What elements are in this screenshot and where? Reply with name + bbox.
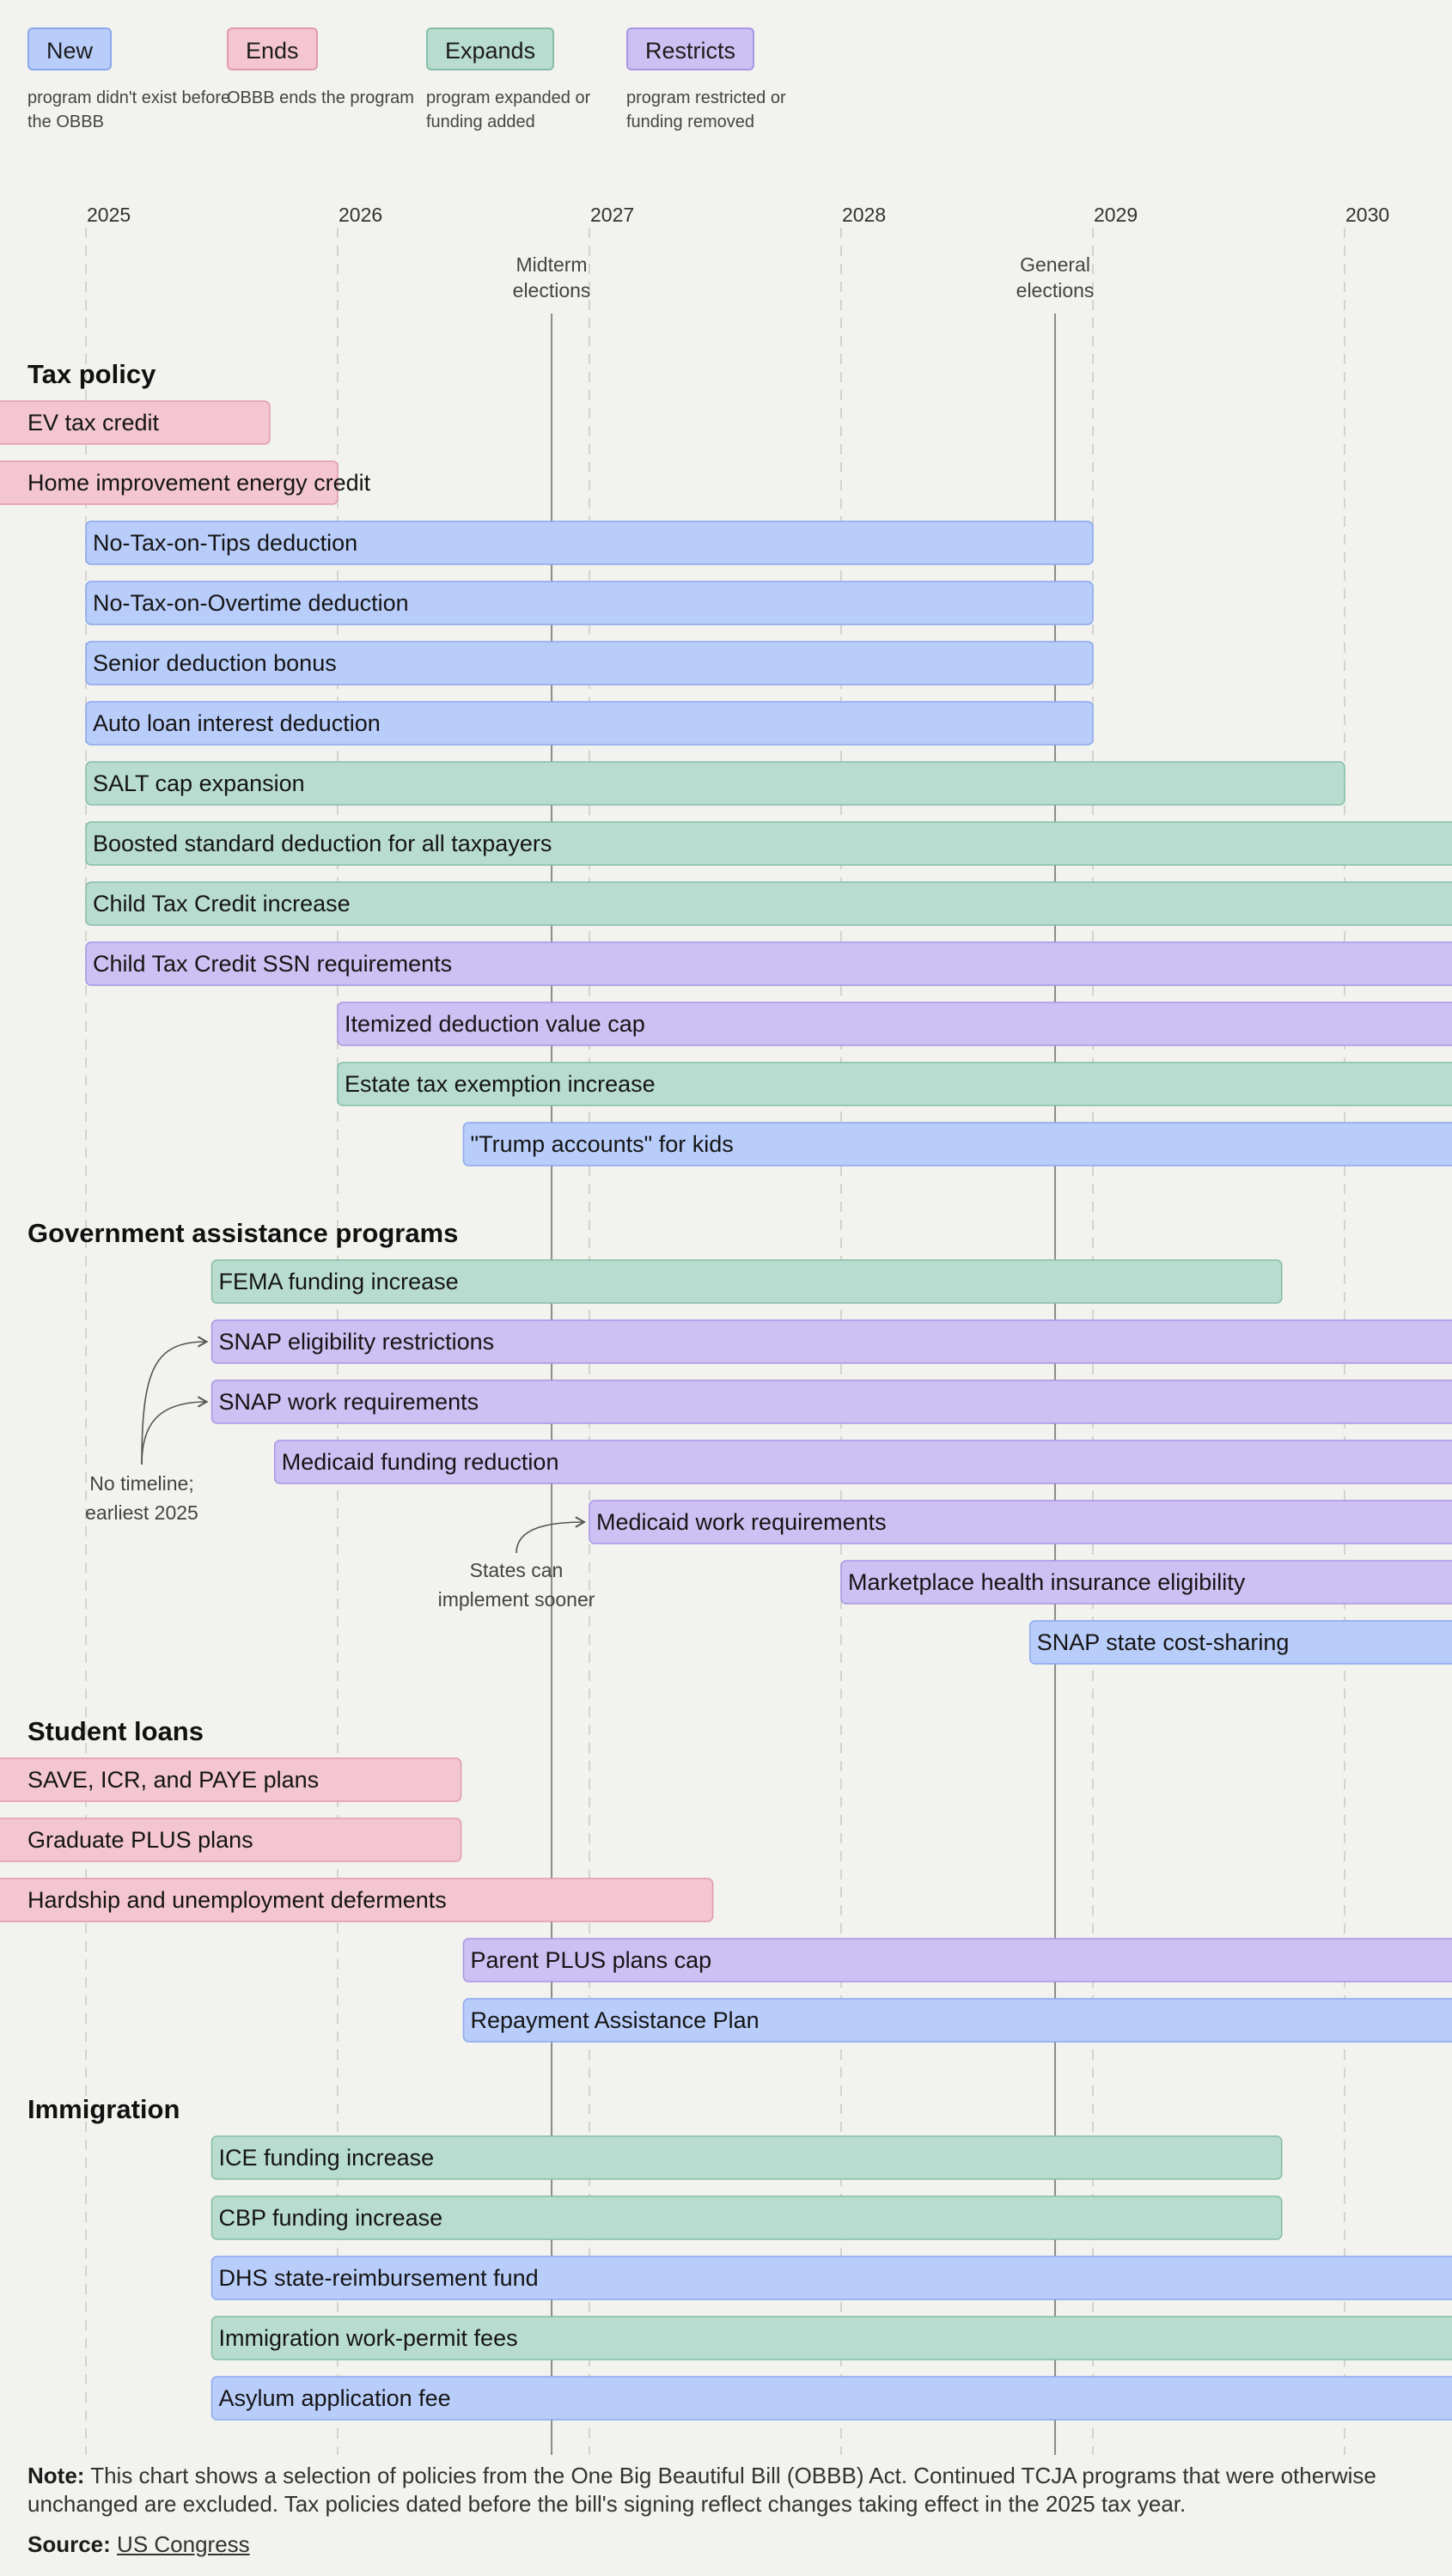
- bar-parent-plus-plans-cap: [462, 1938, 1452, 1982]
- bar-ice-funding-increase: [210, 2135, 1283, 2180]
- bar-estate-tax-exemption-increase: [337, 1062, 1452, 1106]
- bar-immigration-work-permit-fees: [210, 2316, 1452, 2360]
- bar-itemized-deduction-value-cap: [337, 1002, 1452, 1046]
- source-label: Source:: [27, 2531, 111, 2557]
- year-tick-2026: 2026: [339, 204, 382, 226]
- bar-label-estate-tax-exemption-increase: Estate tax exemption increase: [345, 1071, 656, 1097]
- bar-hardship-and-unemployment-deferments: [0, 1878, 714, 1922]
- bar-label-auto-loan-interest-deduction: Auto loan interest deduction: [93, 710, 381, 736]
- legend-desc-new: program didn't exist before the OBBB: [27, 88, 231, 131]
- legend-desc-expands: program expanded or funding added: [426, 88, 591, 131]
- bar-trump-accounts-for-kids: [462, 1122, 1452, 1166]
- note-label: Note:: [27, 2463, 85, 2488]
- bar-label-ice-funding-increase: ICE funding increase: [219, 2145, 435, 2171]
- footer-note: Note: This chart shows a selection of po…: [27, 2462, 1437, 2518]
- footer-source: Source: US Congress: [27, 2530, 1437, 2559]
- bar-label-no-tax-on-tips-deduction: No-Tax-on-Tips deduction: [93, 530, 357, 556]
- bar-label-hardship-and-unemployment-deferments: Hardship and unemployment deferments: [27, 1887, 447, 1913]
- bar-save-icr-and-paye-plans: [0, 1757, 462, 1802]
- bar-marketplace-health-insurance-eligibility: [840, 1560, 1452, 1605]
- bar-child-tax-credit-ssn-requirements: [85, 941, 1452, 986]
- bar-label-parent-plus-plans-cap: Parent PLUS plans cap: [471, 1947, 712, 1973]
- bar-label-itemized-deduction-value-cap: Itemized deduction value cap: [345, 1011, 645, 1037]
- bar-label-senior-deduction-bonus: Senior deduction bonus: [93, 650, 337, 676]
- legend-desc-ends: OBBB ends the program: [227, 88, 414, 107]
- bar-label-marketplace-health-insurance-eligibility: Marketplace health insurance eligibility: [848, 1569, 1246, 1595]
- year-tick-2030: 2030: [1345, 204, 1389, 226]
- bar-auto-loan-interest-deduction: [85, 701, 1094, 746]
- bar-label-save-icr-and-paye-plans: SAVE, ICR, and PAYE plans: [27, 1767, 319, 1793]
- bar-label-dhs-state-reimbursement-fund: DHS state-reimbursement fund: [219, 2265, 539, 2291]
- annotation-no-timeline: No timeline;earliest 2025: [85, 1472, 198, 1524]
- bar-label-immigration-work-permit-fees: Immigration work-permit fees: [219, 2325, 518, 2351]
- group-title-government-assistance-programs: Government assistance programs: [27, 1218, 458, 1248]
- bar-ev-tax-credit: [0, 400, 271, 445]
- bar-medicaid-funding-reduction: [274, 1440, 1452, 1484]
- bar-label-repayment-assistance-plan: Repayment Assistance Plan: [471, 2007, 760, 2033]
- bar-salt-cap-expansion: [85, 761, 1345, 806]
- bar-fema-funding-increase: [210, 1259, 1283, 1304]
- year-tick-2029: 2029: [1094, 204, 1138, 226]
- group-title-tax-policy: Tax policy: [27, 359, 156, 389]
- bar-label-no-tax-on-overtime-deduction: No-Tax-on-Overtime deduction: [93, 590, 409, 616]
- bar-repayment-assistance-plan: [462, 1998, 1452, 2043]
- bar-label-fema-funding-increase: FEMA funding increase: [219, 1269, 459, 1294]
- bar-label-ev-tax-credit: EV tax credit: [27, 410, 160, 435]
- year-tick-2025: 2025: [87, 204, 131, 226]
- bar-snap-work-requirements: [210, 1379, 1452, 1424]
- bar-label-snap-state-cost-sharing: SNAP state cost-sharing: [1037, 1629, 1290, 1655]
- bar-boosted-standard-deduction-for-all-taxpayers: [85, 821, 1452, 866]
- bar-label-asylum-application-fee: Asylum application fee: [219, 2385, 451, 2411]
- source-link[interactable]: US Congress: [117, 2531, 250, 2557]
- bar-snap-eligibility-restrictions: [210, 1319, 1452, 1364]
- legend-desc-restricts: program restricted or funding removed: [626, 88, 786, 131]
- bar-label-snap-work-requirements: SNAP work requirements: [219, 1389, 479, 1415]
- group-title-immigration: Immigration: [27, 2094, 180, 2124]
- bar-label-medicaid-funding-reduction: Medicaid funding reduction: [282, 1449, 559, 1475]
- bar-medicaid-work-requirements: [589, 1500, 1452, 1544]
- bar-asylum-application-fee: [210, 2376, 1452, 2421]
- legend-chip-expands: Expands: [426, 27, 555, 70]
- bar-senior-deduction-bonus: [85, 641, 1094, 685]
- bar-label-home-improvement-energy-credit: Home improvement energy credit: [27, 470, 371, 496]
- bar-snap-state-cost-sharing: [1029, 1620, 1452, 1665]
- bar-no-tax-on-tips-deduction: [85, 521, 1094, 565]
- bar-label-graduate-plus-plans: Graduate PLUS plans: [27, 1827, 253, 1853]
- bar-label-cbp-funding-increase: CBP funding increase: [219, 2205, 443, 2231]
- annotation-arrow-0: [141, 1336, 209, 1465]
- bar-child-tax-credit-increase: [85, 881, 1452, 926]
- bar-label-snap-eligibility-restrictions: SNAP eligibility restrictions: [219, 1329, 495, 1355]
- bar-label-salt-cap-expansion: SALT cap expansion: [93, 770, 305, 796]
- group-title-student-loans: Student loans: [27, 1716, 204, 1746]
- legend-chip-restricts: Restricts: [626, 27, 755, 70]
- bar-graduate-plus-plans: [0, 1818, 462, 1862]
- annotation-arrow-1: [141, 1396, 209, 1465]
- note-text: This chart shows a selection of policies…: [27, 2463, 1376, 2517]
- bar-label-child-tax-credit-ssn-requirements: Child Tax Credit SSN requirements: [93, 951, 452, 977]
- year-tick-2028: 2028: [842, 204, 886, 226]
- bar-label-child-tax-credit-increase: Child Tax Credit increase: [93, 891, 351, 917]
- bar-dhs-state-reimbursement-fund: [210, 2256, 1452, 2300]
- bar-no-tax-on-overtime-deduction: [85, 581, 1094, 625]
- legend-chip-ends: Ends: [227, 27, 318, 70]
- annotation-arrow-medicaid: [516, 1516, 587, 1554]
- bar-label-boosted-standard-deduction-for-all-taxpayers: Boosted standard deduction for all taxpa…: [93, 831, 552, 856]
- year-tick-2027: 2027: [590, 204, 634, 226]
- bar-home-improvement-energy-credit: [0, 460, 339, 505]
- bar-label-trump-accounts-for-kids: "Trump accounts" for kids: [471, 1131, 734, 1157]
- bar-cbp-funding-increase: [210, 2195, 1283, 2240]
- bar-label-medicaid-work-requirements: Medicaid work requirements: [596, 1509, 887, 1535]
- legend-chip-new: New: [27, 27, 113, 70]
